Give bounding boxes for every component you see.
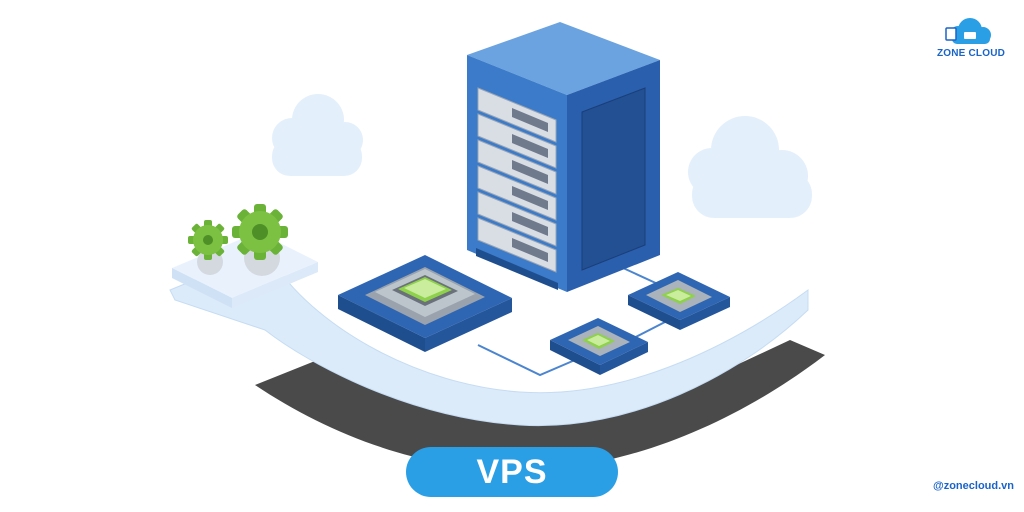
gear-icon [188,220,228,275]
brand-logo: ZONE CLOUD [928,14,1014,64]
gear-icon [232,204,288,276]
logo-text: ZONE CLOUD [936,48,1006,59]
cpu-chip-icon [550,318,648,375]
cloud-icon [945,18,991,44]
cpu-chip-icon [628,272,730,330]
cpu-chip-icon [338,255,512,352]
server-rack-icon [467,22,660,292]
social-handle: @zonecloud.vn [932,480,1014,492]
road-shape [255,340,825,470]
cloud-icon [688,116,812,218]
cloud-icon [272,94,363,176]
vps-badge: VPS [406,447,618,497]
vps-label: VPS [476,452,548,491]
platform-curve [169,254,809,427]
